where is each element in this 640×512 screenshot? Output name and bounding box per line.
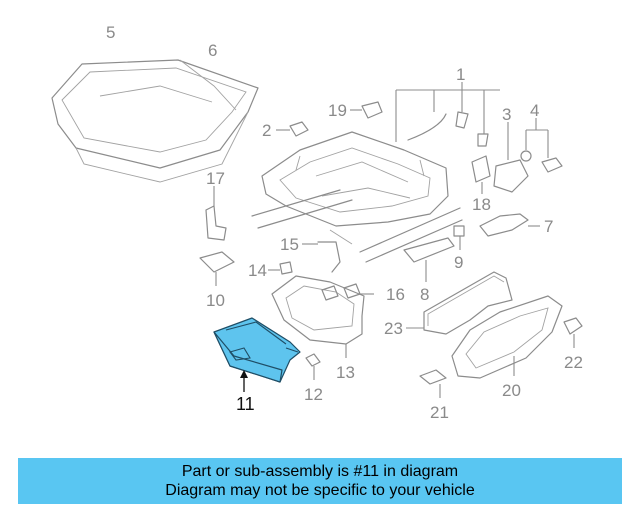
callout-8: 8 (420, 285, 429, 304)
part-11-tray-highlighted[interactable] (213, 317, 301, 383)
callout-20: 20 (502, 381, 521, 400)
part-20-side-panel (451, 295, 563, 379)
part-17-bracket (205, 186, 227, 241)
part-11-leader-arrow (240, 370, 248, 392)
banner-line-1: Part or sub-assembly is #11 in diagram (181, 463, 459, 480)
callout-3: 3 (502, 105, 511, 124)
callout-21: 21 (430, 403, 449, 422)
part-21-clip (419, 369, 447, 398)
callout-1: 1 (456, 65, 465, 84)
callout-5: 5 (106, 23, 115, 42)
banner-line-2: Diagram may not be specific to your vehi… (165, 482, 475, 499)
callout-14: 14 (248, 261, 267, 280)
part-19-bracket (350, 101, 383, 119)
callout-15: 15 (280, 235, 299, 254)
seat-frame-assembly (251, 131, 463, 263)
callout-12: 12 (304, 385, 323, 404)
info-banner: Part or sub-assembly is #11 in diagram D… (18, 458, 622, 504)
callout-6: 6 (208, 41, 217, 60)
callout-2: 2 (262, 121, 271, 140)
part-14-fastener (268, 261, 293, 275)
part-10-cap (199, 251, 235, 286)
part-15-rod (302, 241, 341, 273)
part-18-clip (471, 155, 491, 194)
callout-22: 22 (564, 353, 583, 372)
seat-cushion-pad (51, 59, 259, 183)
part-8-cover (403, 237, 455, 282)
callout-10: 10 (206, 291, 225, 310)
part-1-cables (395, 82, 500, 147)
callout-16: 16 (386, 285, 405, 304)
part-3-motor (493, 122, 529, 193)
part-22-clip (563, 317, 583, 348)
callout-19: 19 (328, 101, 347, 120)
part-13-tray-housing (271, 275, 365, 358)
callout-13: 13 (336, 363, 355, 382)
part-7-bracket (479, 213, 540, 237)
callout-7: 7 (544, 217, 553, 236)
callout-18: 18 (472, 195, 491, 214)
part-16-connector (343, 283, 374, 299)
callout-4: 4 (530, 101, 539, 120)
part-2-bolt (276, 121, 309, 137)
callout-9: 9 (454, 253, 463, 272)
part-12-clip (305, 353, 321, 380)
part-9-clip (453, 225, 465, 250)
callout-11: 11 (236, 394, 255, 414)
part-23-wire-frame (406, 271, 513, 335)
callout-17: 17 (206, 169, 225, 188)
part-4-screws (520, 118, 563, 173)
callout-23: 23 (384, 319, 403, 338)
